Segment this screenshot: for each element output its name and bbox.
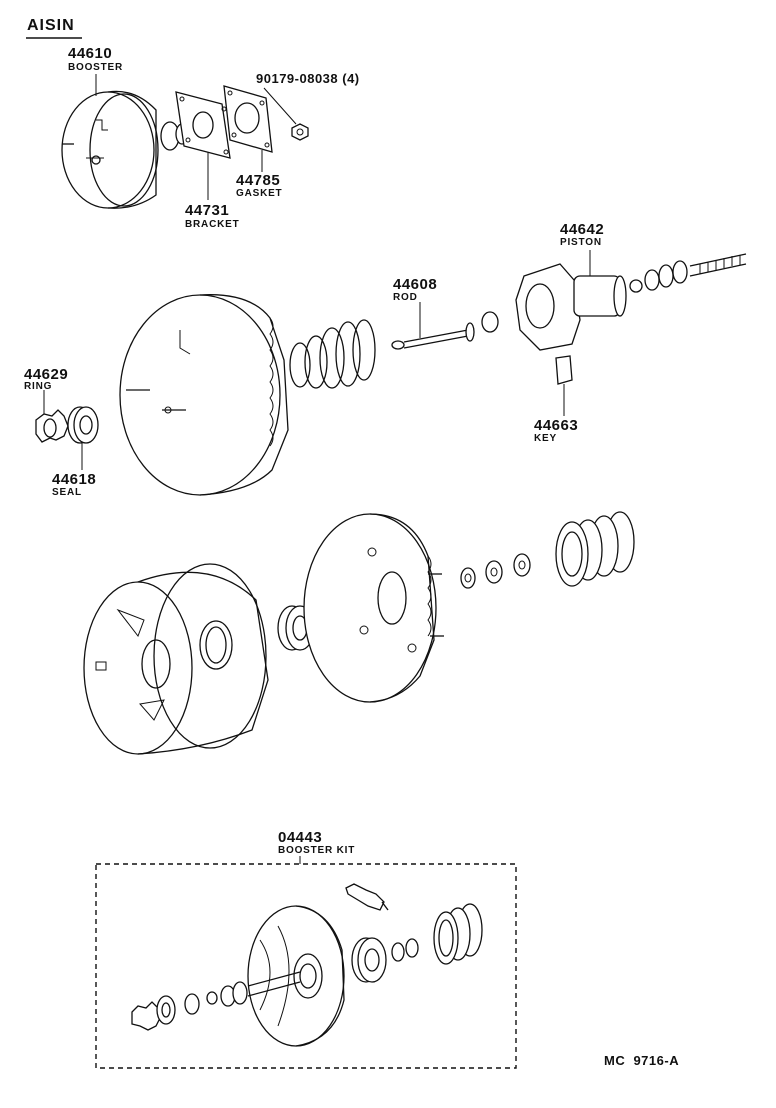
part-number-ring: 44629 bbox=[24, 366, 69, 383]
booster-kit-frame bbox=[95, 863, 517, 1069]
ring-drawing bbox=[35, 409, 69, 443]
piston-drawing bbox=[515, 253, 747, 351]
part-number-booster: 44610 bbox=[68, 45, 113, 62]
leader-nut bbox=[263, 87, 297, 125]
part-number-bracket: 44731 bbox=[185, 202, 230, 219]
part-name-piston: PISTON bbox=[560, 237, 602, 248]
return-spring-drawing bbox=[289, 319, 376, 389]
part-number-seal: 44618 bbox=[52, 471, 97, 488]
key-drawing bbox=[555, 355, 573, 385]
seal-drawing bbox=[67, 406, 99, 444]
nut-drawing bbox=[291, 123, 309, 141]
bracket-drawing bbox=[175, 91, 231, 159]
part-name-rod: ROD bbox=[393, 292, 418, 303]
gasket-drawing bbox=[223, 85, 273, 153]
part-name-seal: SEAL bbox=[52, 487, 82, 498]
part-number-key: 44663 bbox=[534, 417, 579, 434]
part-name-booster-kit: BOOSTER KIT bbox=[278, 845, 356, 856]
rear-shell-drawing bbox=[83, 563, 269, 755]
diagram-reference: MC 9716-A bbox=[604, 1053, 680, 1068]
booster-kit-drawing bbox=[131, 883, 483, 1047]
rod-drawing bbox=[391, 311, 499, 350]
part-name-key: KEY bbox=[534, 433, 557, 444]
part-number-nut: 90179-08038 (4) bbox=[256, 71, 360, 86]
part-number-booster-kit: 04443 bbox=[278, 829, 323, 846]
part-number-gasket: 44785 bbox=[236, 172, 281, 189]
part-name-gasket: GASKET bbox=[236, 188, 283, 199]
piston-boot-drawing bbox=[555, 511, 635, 587]
booster-assembly-drawing bbox=[61, 90, 189, 209]
brand-label: AISIN bbox=[27, 17, 75, 34]
diaphragm-plate-drawing bbox=[303, 513, 444, 703]
part-name-ring: RING bbox=[24, 381, 53, 392]
washers-drawing bbox=[460, 553, 531, 589]
part-number-piston: 44642 bbox=[560, 221, 605, 238]
front-shell-drawing bbox=[119, 294, 289, 496]
part-name-bracket: BRACKET bbox=[185, 219, 240, 230]
part-name-booster: BOOSTER bbox=[68, 62, 124, 73]
part-number-rod: 44608 bbox=[393, 276, 438, 293]
